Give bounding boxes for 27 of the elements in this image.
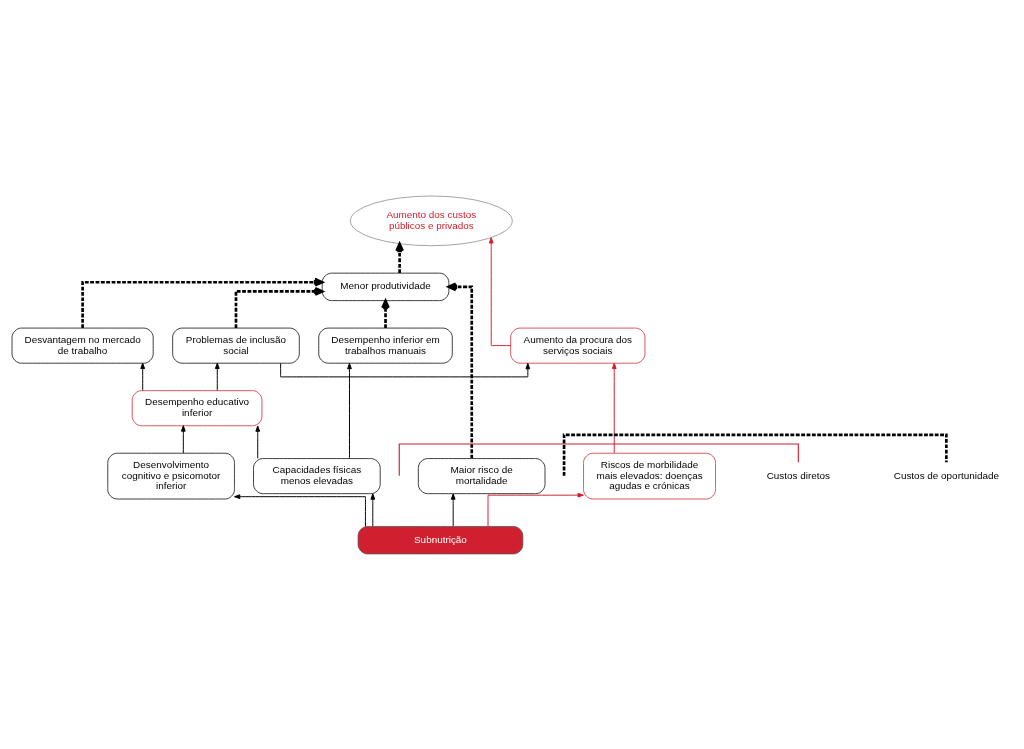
arrow [488, 236, 512, 346]
arrow [487, 492, 584, 527]
arrow [447, 281, 474, 458]
node-box: Menor produtividade [321, 272, 450, 301]
arrow [234, 493, 366, 527]
arrow [81, 277, 324, 328]
arrow [450, 492, 456, 527]
node-box: Problemas de inclusão social [172, 327, 300, 364]
node-box: Aumento da procura dos serviços sociais [510, 327, 646, 364]
node-box: Desempenho educativo inferior [131, 389, 263, 426]
node-box: Capacidades físicas menos elevadas [253, 457, 381, 494]
node-box: Desenvolvimento cognitivo e psicomotor inferior [107, 452, 235, 499]
arrow [140, 362, 146, 391]
node-box: Maior risco de mortalidade [417, 457, 546, 494]
node-box: Desvantagem no mercado de trabalho [11, 327, 154, 364]
arrow [214, 362, 220, 391]
legend-label: Custos diretos [766, 469, 830, 481]
arrow [347, 362, 352, 459]
arrow [180, 424, 186, 454]
arrow [611, 362, 617, 454]
arrow [255, 424, 261, 459]
node-box: Riscos de morbilidade mais elevados: doenças agudas e crónicas [583, 452, 716, 499]
arrow [234, 286, 324, 328]
node-box: Desempenho inferior em trabalhos manuais [318, 327, 453, 364]
node-box: Subnutrição [357, 525, 524, 554]
arrow [370, 492, 376, 527]
legend-label: Custos de oportunidade [893, 469, 999, 481]
